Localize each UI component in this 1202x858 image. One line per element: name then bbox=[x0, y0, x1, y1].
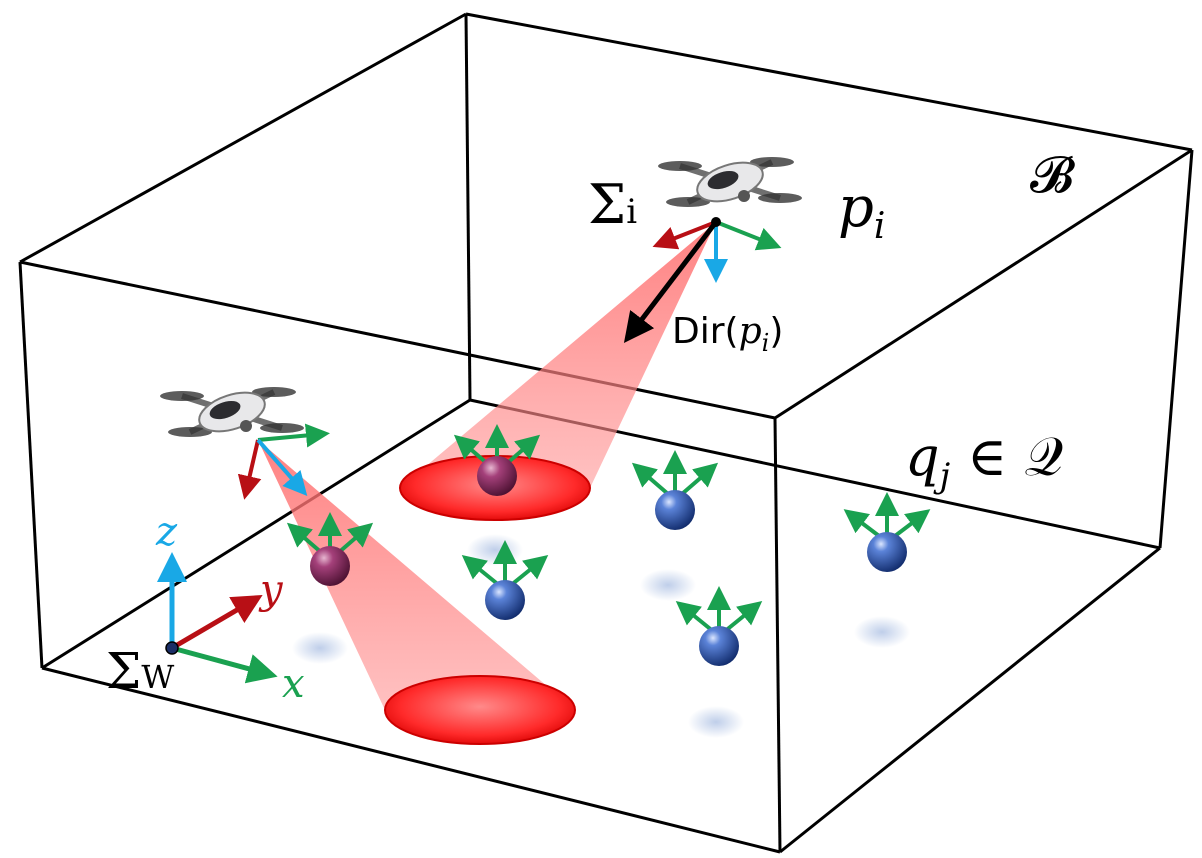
target-point bbox=[453, 424, 541, 496]
target-point bbox=[461, 540, 549, 620]
axis-z-label: z bbox=[156, 509, 178, 555]
axis-y-label: y bbox=[260, 567, 283, 613]
drone-icon bbox=[658, 155, 802, 208]
sensing-cone-upper bbox=[399, 222, 716, 521]
axis-x-label: x bbox=[282, 661, 305, 707]
sphere-icon bbox=[477, 456, 517, 496]
drone-frame-label: Σi bbox=[588, 173, 638, 236]
sphere-icon bbox=[485, 580, 525, 620]
target-points bbox=[286, 424, 931, 666]
world-frame bbox=[157, 552, 278, 684]
drone-icon bbox=[160, 385, 304, 438]
sphere-icon bbox=[699, 626, 739, 666]
drone-upper bbox=[623, 155, 802, 343]
drone-position-label: pi bbox=[838, 175, 886, 247]
world-frame-label: ΣW bbox=[106, 642, 175, 700]
bounds-label: 𝓑 bbox=[1030, 146, 1075, 204]
target-point bbox=[286, 512, 374, 586]
drone-lower bbox=[160, 385, 330, 500]
target-set-label: qj ∈ 𝒬 bbox=[905, 425, 1064, 496]
target-point bbox=[675, 586, 763, 666]
sphere-icon bbox=[867, 532, 907, 572]
sphere-icon bbox=[655, 490, 695, 530]
sphere-icon bbox=[310, 546, 350, 586]
direction-label: Dir(pi) bbox=[672, 311, 784, 357]
target-point bbox=[631, 450, 719, 530]
target-point bbox=[843, 492, 931, 572]
